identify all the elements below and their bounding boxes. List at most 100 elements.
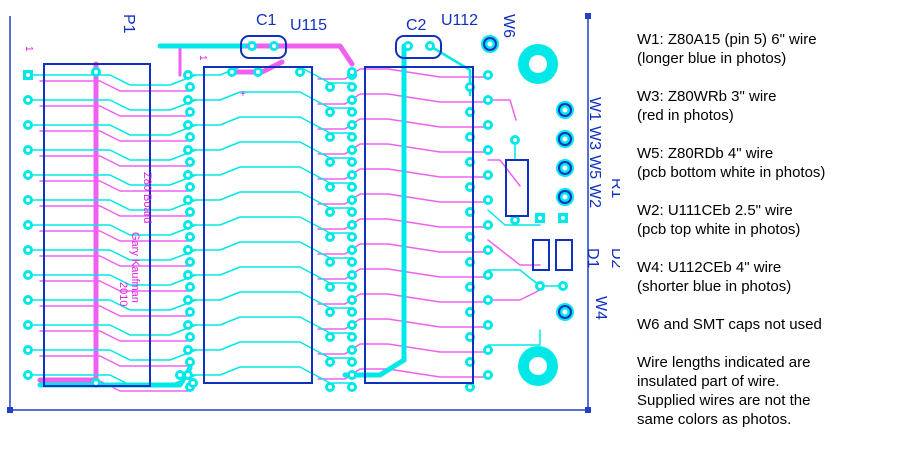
pad-hole	[256, 70, 260, 74]
u115-top-trace	[187, 166, 353, 184]
p1-top-trace	[27, 149, 197, 161]
r1-bottom-trace	[487, 159, 521, 187]
w6-label: W6	[500, 14, 517, 38]
pad-hole	[94, 381, 98, 385]
silkscreen-credit: Z80 Board Gary Kaufman 2010	[117, 172, 153, 306]
d1-label: D1	[584, 248, 601, 269]
pad-hole	[468, 385, 472, 389]
pad-hole	[406, 44, 410, 48]
w3-label: W3	[586, 126, 603, 150]
d-bottom-trace-2	[487, 289, 541, 301]
w2-label: W2	[586, 184, 603, 208]
pad-hole	[186, 173, 190, 177]
c2-label: C2	[406, 17, 427, 34]
w1-label: W1	[586, 97, 603, 121]
pad-hole	[188, 135, 192, 139]
w4-pad-ring	[558, 305, 572, 319]
note-4: W2: U111CEb 2.5" wire(pcb top white in p…	[637, 201, 899, 239]
r1-label: R1	[608, 178, 620, 199]
note-line: W6 and SMT caps not used	[637, 316, 822, 333]
p1-bottom-trace	[39, 255, 189, 267]
pcb-layout: P1 C1 U115 C2 U112 W6 W1 W3 W5 W2 R1 D1 …	[7, 12, 620, 413]
d1-diode-outline	[532, 239, 550, 271]
pad-hole	[468, 85, 472, 89]
pad-hole	[486, 298, 490, 302]
pad-hole	[350, 310, 354, 314]
pad-hole	[561, 284, 565, 288]
pad-hole	[350, 223, 354, 227]
d2-label: D2	[608, 248, 620, 269]
pad-hole	[26, 298, 30, 302]
u115-pin1-marker: 1	[197, 55, 208, 61]
pad-hole	[186, 148, 190, 152]
pad-hole	[468, 185, 472, 189]
pad-hole	[328, 285, 332, 289]
power-bus	[227, 43, 355, 67]
u115-top-trace	[187, 241, 353, 259]
pad-hole	[562, 107, 568, 113]
p1-bottom-trace	[39, 80, 189, 92]
pad-hole	[26, 223, 30, 227]
u112-bottom-trace	[317, 318, 489, 330]
pad-hole	[350, 385, 354, 389]
pad-hole	[328, 360, 332, 364]
w1-pad-ring	[558, 103, 572, 117]
w3-pad-ring	[558, 132, 572, 146]
w2-pad-ring	[558, 190, 572, 204]
pad-hole	[513, 218, 517, 222]
p1-bottom-trace	[39, 230, 189, 242]
pad-hole	[468, 135, 472, 139]
u112-bottom-trace	[317, 368, 489, 380]
pad-hole	[26, 273, 30, 277]
pad-hole	[350, 210, 354, 214]
p1-top-trace	[27, 99, 197, 111]
p1-pin1-marker: 1	[23, 46, 34, 52]
pad-hole	[26, 73, 30, 77]
r1-resistor-outline	[505, 159, 529, 217]
wire-pads	[481, 35, 574, 321]
plus-marker: +	[240, 89, 246, 100]
u112-bottom-trace	[317, 193, 489, 205]
pad-hole	[188, 185, 192, 189]
u112-bottom-trace	[317, 68, 489, 80]
pad-hole	[328, 135, 332, 139]
pad-hole	[186, 323, 190, 327]
pad-hole	[26, 148, 30, 152]
pad-hole	[186, 273, 190, 277]
note-line: (pcb bottom white in photos)	[637, 164, 826, 181]
u115-chip-outline	[203, 66, 313, 384]
mounting-hole-bottom	[518, 346, 558, 386]
p1-bottom-trace	[39, 130, 189, 142]
p1-top-trace	[27, 274, 197, 286]
pad-hole	[188, 235, 192, 239]
pad-hole	[350, 298, 354, 302]
note-2: W3: Z80WRb 3" wire(red in photos)	[637, 87, 899, 125]
pad-hole	[350, 348, 354, 352]
pad-hole	[350, 135, 354, 139]
d-top-trace	[487, 269, 561, 287]
pad-hole	[486, 223, 490, 227]
pad-hole	[188, 360, 192, 364]
pad-hole	[350, 273, 354, 277]
u112-bottom-trace	[317, 168, 489, 180]
pad-hole	[350, 373, 354, 377]
p1-bottom-trace	[39, 105, 189, 117]
u115-top-trace	[187, 366, 353, 384]
u112-chip-outline	[364, 66, 474, 384]
pad-hole	[26, 348, 30, 352]
pad-hole	[538, 216, 542, 220]
pad-hole	[328, 85, 332, 89]
note-line: (red in photos)	[637, 107, 734, 124]
p1-top-trace	[27, 174, 197, 186]
pad-hole	[328, 260, 332, 264]
pad-hole	[26, 173, 30, 177]
note-line: (shorter blue in photos)	[637, 278, 792, 295]
pad-hole	[350, 85, 354, 89]
pad-hole	[328, 185, 332, 189]
pad-hole	[188, 85, 192, 89]
pad-hole	[26, 123, 30, 127]
note-1: W1: Z80A15 (pin 5) 6" wire(longer blue i…	[637, 30, 899, 68]
pad-hole	[186, 198, 190, 202]
pad-hole	[350, 335, 354, 339]
pad-hole	[328, 160, 332, 164]
